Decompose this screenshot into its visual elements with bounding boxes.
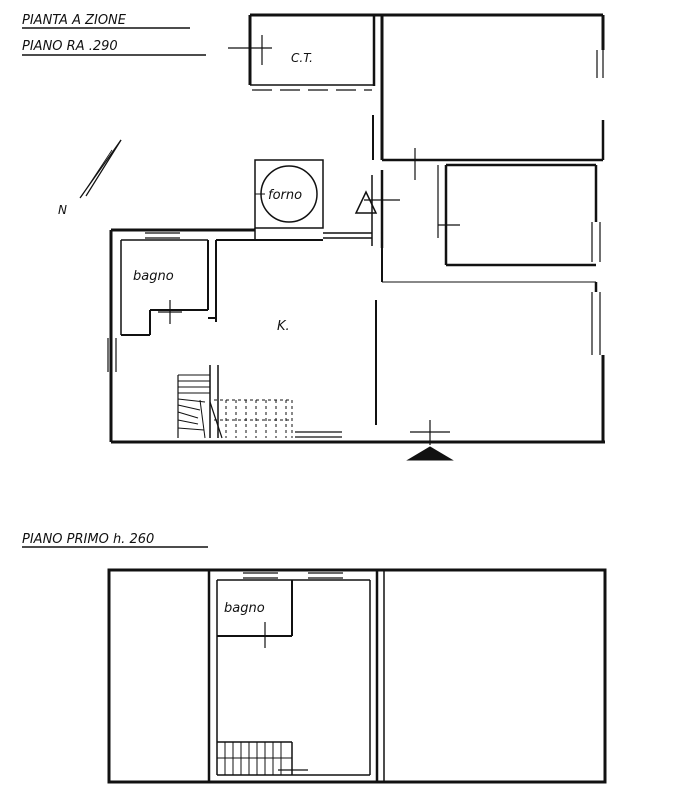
staircase-ground	[177, 365, 293, 439]
main-lower-block: K.	[109, 228, 605, 461]
ground-floor-heading: PIANTA A ZIONE PIANO RA .290	[22, 13, 206, 56]
north-compass: N	[58, 139, 122, 217]
heading-line-2: PIANO RA .290	[22, 39, 118, 54]
room-upper-right	[372, 15, 605, 180]
room-label-bath-ground: bagno	[133, 269, 174, 284]
ground-floor-plan: C.T.	[107, 13, 605, 461]
room-boiler: C.T.	[228, 13, 603, 91]
room-label-oven: forno	[268, 188, 302, 203]
room-label-bath-first: bagno	[224, 601, 265, 616]
corridor-walls	[354, 165, 439, 248]
first-floor-plan: bagno	[107, 568, 607, 784]
oven: forno	[254, 159, 324, 229]
room-label-kitchen: K.	[277, 319, 290, 334]
heading-line-1: PIANTA A ZIONE	[22, 13, 127, 28]
room-middle-right	[438, 163, 601, 267]
first-floor-heading: PIANO PRIMO h. 260	[22, 532, 208, 548]
staircase-first	[217, 741, 293, 775]
north-label: N	[58, 203, 67, 217]
heading-first-floor: PIANO PRIMO h. 260	[22, 532, 154, 547]
room-label-boiler: C.T.	[291, 51, 313, 65]
room-bath-first: bagno	[217, 580, 293, 648]
room-bath-ground: bagno	[107, 239, 217, 372]
